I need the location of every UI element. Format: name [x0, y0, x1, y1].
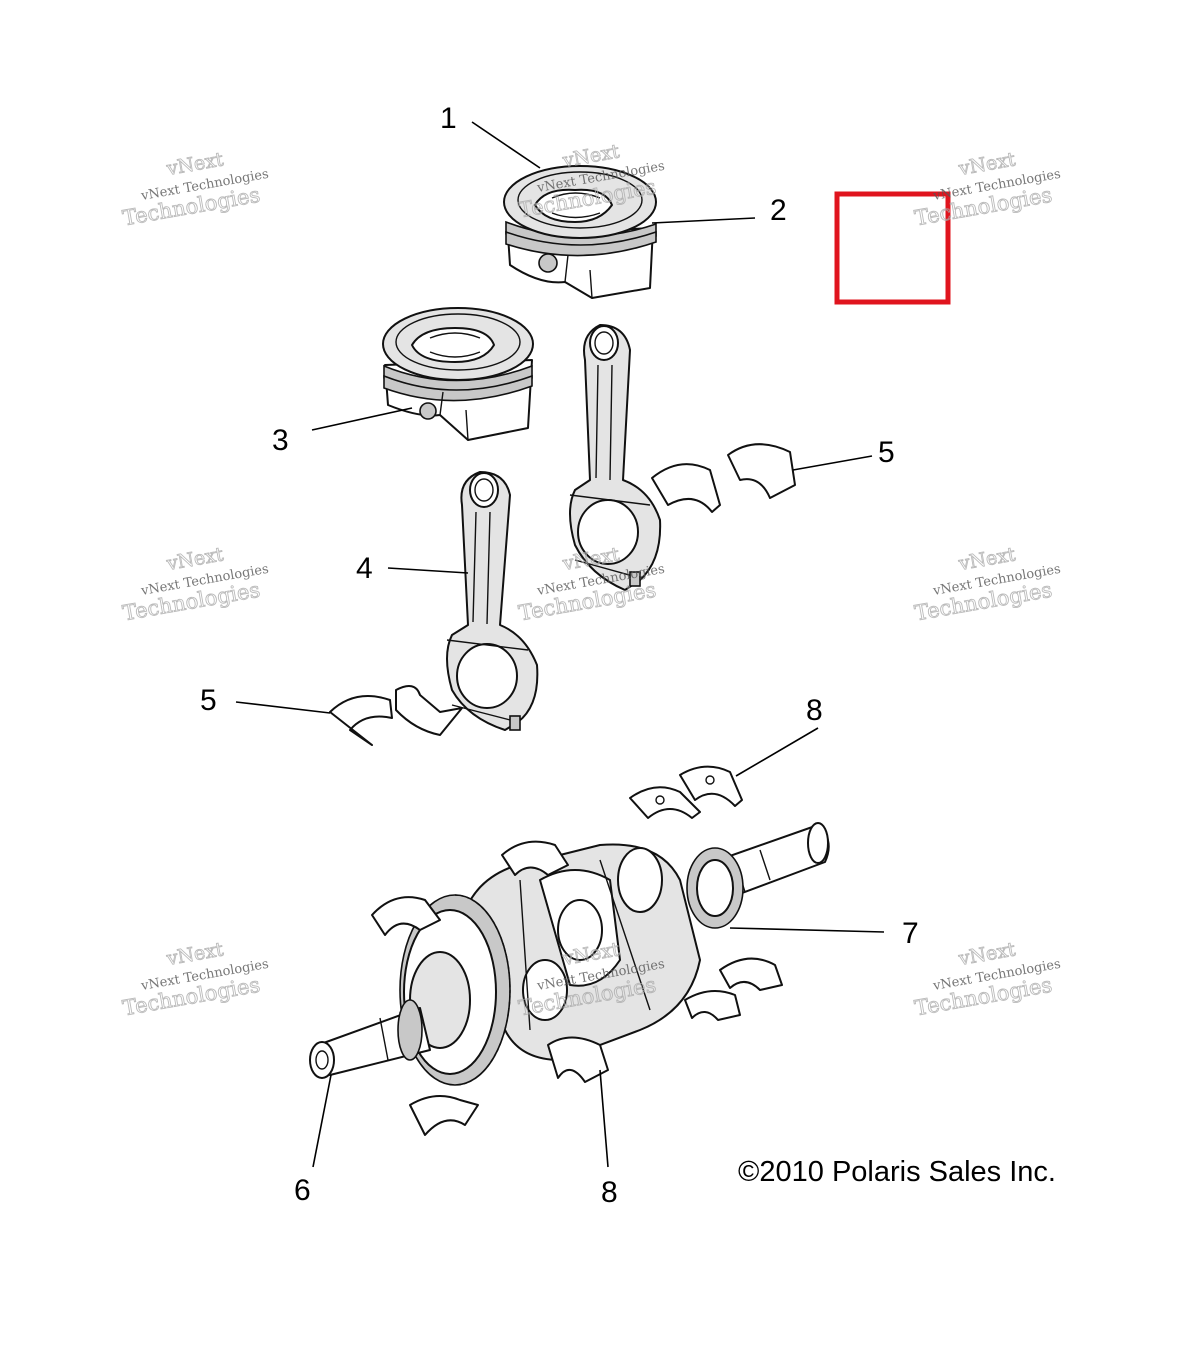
watermark: vNext vNext Technologies Technologies [912, 148, 1061, 231]
callout-8-lower: 8 [601, 1176, 618, 1209]
callout-numbers: 1 2 3 4 5 5 6 7 8 8 [200, 102, 919, 1209]
callout-3: 3 [272, 424, 289, 457]
rod-bearing-shells-lower[interactable] [329, 685, 463, 746]
connecting-rod-right[interactable] [569, 324, 662, 591]
callout-1: 1 [440, 102, 457, 135]
watermark: vNext vNext Technologies Technologies [120, 938, 269, 1021]
watermark: vNext vNext Technologies Technologies [912, 543, 1061, 626]
callout-8-upper: 8 [806, 694, 823, 727]
watermark: vNext vNext Technologies Technologies [120, 148, 269, 231]
piston-top[interactable] [503, 165, 657, 299]
copyright-text: ©2010 Polaris Sales Inc. [738, 1156, 1056, 1188]
highlight-box [834, 191, 951, 305]
watermark: vNext vNext Technologies Technologies [120, 543, 269, 626]
watermark: vNext vNext Technologies Technologies [912, 938, 1061, 1021]
main-bearing-shells-upper[interactable] [629, 765, 743, 819]
watermark: vNext vNext Technologies Technologies [516, 938, 665, 1021]
callout-4: 4 [356, 552, 373, 585]
callout-5-lower: 5 [200, 684, 217, 717]
callout-6: 6 [294, 1174, 311, 1207]
callout-5-upper: 5 [878, 436, 895, 469]
piston-middle[interactable] [382, 307, 534, 441]
main-bearing-shells-lower[interactable] [371, 840, 783, 1136]
callout-2: 2 [770, 194, 787, 227]
connecting-rod-left[interactable] [446, 471, 539, 731]
crankshaft[interactable] [309, 822, 830, 1086]
leader-lines [235, 121, 885, 1168]
callout-7: 7 [902, 917, 919, 950]
rod-bearing-shells-upper[interactable] [651, 443, 796, 513]
